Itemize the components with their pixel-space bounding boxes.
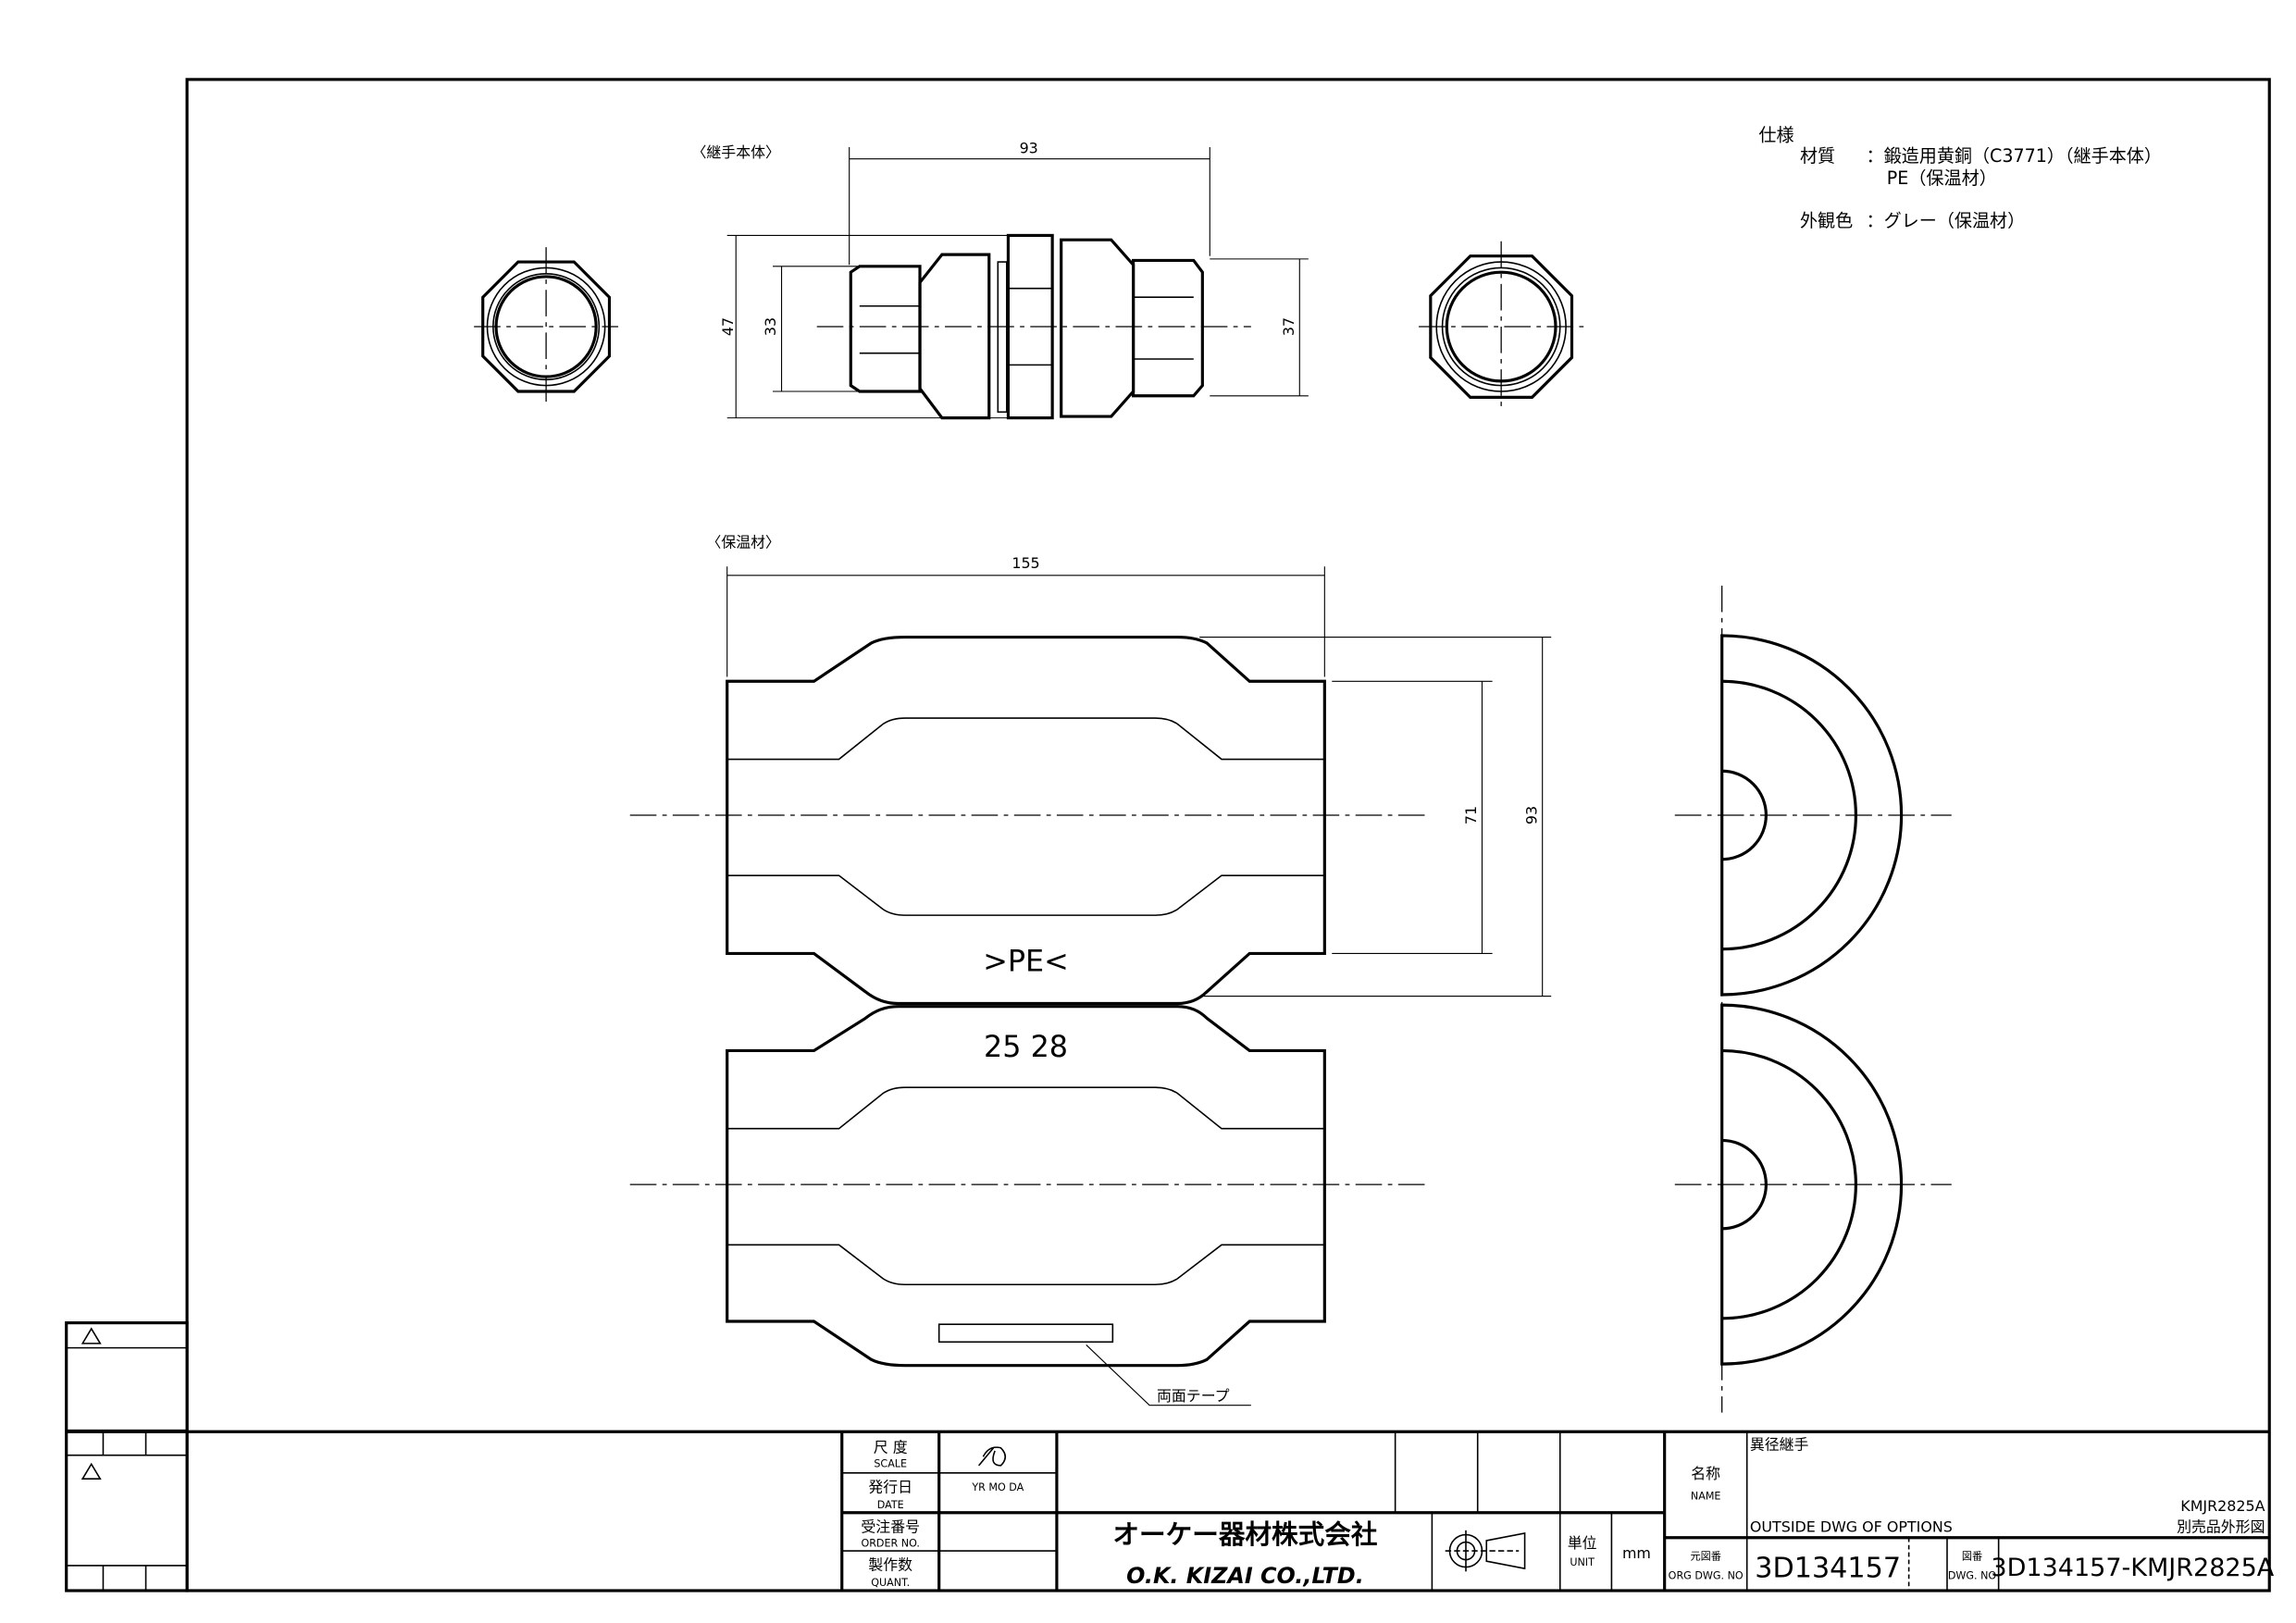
body-end-view-left: [474, 247, 619, 406]
material-value-1: ：鍛造用黄銅（C3771）（継手本体）: [1867, 146, 2162, 167]
drawing-line: [726, 1244, 1325, 1286]
dim-ins-outer: 93: [1522, 806, 1540, 824]
drawing-line: [1060, 238, 1136, 418]
model-code: KMJR2825A: [2180, 1497, 2265, 1515]
name-label: 名称: [1691, 1465, 1720, 1482]
drawing-line: [1132, 258, 1204, 398]
insulation-lower: 25 28 両面テープ: [629, 1005, 1425, 1406]
dim-ins-inner: 71: [1462, 806, 1480, 824]
unit-value: mm: [1622, 1544, 1651, 1562]
dim-body-left: 33: [762, 317, 779, 336]
order-label-en: ORDER NO.: [861, 1537, 920, 1549]
drawing-line: [1429, 254, 1574, 399]
insulation-dimensions: 155 71 93: [726, 554, 1552, 997]
sheet-frame: [185, 78, 2271, 1592]
body-dimensions: 93 47 33 37: [719, 139, 1309, 419]
product-name: 異径継手: [1750, 1435, 1809, 1453]
company-name-jp: オーケー器材株式会社: [1112, 1518, 1377, 1550]
insulation-upper: >PE<: [629, 635, 1425, 1006]
dwg-label-en: DWG. NO: [1948, 1569, 1997, 1581]
material-value-2: PE（保温材）: [1887, 168, 1997, 189]
drawing-line: [1485, 1532, 1526, 1570]
double-sided-tape: [937, 1323, 1114, 1344]
drawing-description-en: OUTSIDE DWG OF OPTIONS: [1750, 1518, 1953, 1535]
drawing-line: [726, 635, 1326, 1006]
body-view-label: 〈継手本体〉: [692, 143, 780, 161]
spec-heading: 仕様: [1758, 126, 1793, 146]
title-block: 尺 度 SCALE 発行日 DATE YR MO DA 受注番号 ORDER N…: [66, 1430, 2275, 1592]
material-label: 材質: [1800, 146, 1835, 167]
revision-triangle-icon: [81, 1462, 102, 1480]
insulation-view-label: 〈保温材〉: [706, 534, 779, 551]
company-name-en: O.K. KIZAI CO.,LTD.: [1126, 1563, 1364, 1589]
scale-label-en: SCALE: [874, 1457, 907, 1469]
date-label: 発行日: [868, 1478, 912, 1495]
size-mark: 25 28: [984, 1030, 1068, 1064]
date-label-en: DATE: [877, 1499, 904, 1511]
projection-symbol-icon: [1445, 1530, 1526, 1572]
color-label: 外観色: [1800, 211, 1853, 231]
drawing-line: [65, 1321, 189, 1592]
drawing-line: [918, 253, 991, 420]
unit-label: 単位: [1568, 1534, 1597, 1552]
drawing-line: [726, 717, 1325, 761]
dwg-number: 3D134157-KMJR2825A: [1991, 1554, 2274, 1582]
drawing-line: [726, 874, 1325, 916]
quant-label-en: QUANT.: [871, 1577, 910, 1589]
dwg-label: 図番: [1962, 1551, 1982, 1563]
drawing-line: [1720, 1003, 1904, 1366]
scale-label: 尺 度: [874, 1439, 908, 1456]
drawing-line: [849, 265, 922, 393]
name-label-en: NAME: [1691, 1490, 1721, 1502]
drawing-line: [1086, 1344, 1251, 1406]
spec-block: 仕様 材質 ：鍛造用黄銅（C3771）（継手本体） PE（保温材） 外観色 ：グ…: [1758, 126, 2162, 231]
dim-body-od: 47: [719, 317, 737, 336]
drawing-line: [726, 1086, 1325, 1130]
unit-label-en: UNIT: [1570, 1556, 1595, 1568]
dim-ins-length: 155: [1011, 554, 1039, 572]
revision-triangle-icon: [81, 1327, 102, 1344]
org-dwg-number: 3D134157: [1755, 1553, 1901, 1585]
org-dwg-label-en: ORG DWG. NO: [1669, 1569, 1744, 1581]
org-dwg-label: 元図番: [1690, 1551, 1720, 1563]
body-end-view-right: [1419, 241, 1584, 413]
pe-mark: >PE<: [983, 945, 1069, 979]
body-side-view: [816, 233, 1251, 420]
drawing-description-jp: 別売品外形図: [2177, 1518, 2265, 1535]
date-format: YR MO DA: [971, 1481, 1024, 1493]
dim-body-length: 93: [1020, 139, 1038, 156]
revision-block: [65, 1321, 189, 1592]
drawing-line: [1720, 634, 1904, 997]
scale-symbol-icon: [978, 1446, 1007, 1467]
tape-label: 両面テープ: [1157, 1387, 1230, 1405]
order-label: 受注番号: [861, 1518, 920, 1535]
drawing-line: [997, 261, 1008, 414]
color-value: ：グレー（保温材）: [1867, 211, 2026, 231]
dim-body-right: 37: [1280, 317, 1297, 336]
insulation-end-views: [1674, 585, 1952, 1413]
drawing-line: [481, 260, 612, 393]
drawing-line: [726, 1005, 1326, 1368]
quant-label: 製作数: [868, 1556, 912, 1574]
